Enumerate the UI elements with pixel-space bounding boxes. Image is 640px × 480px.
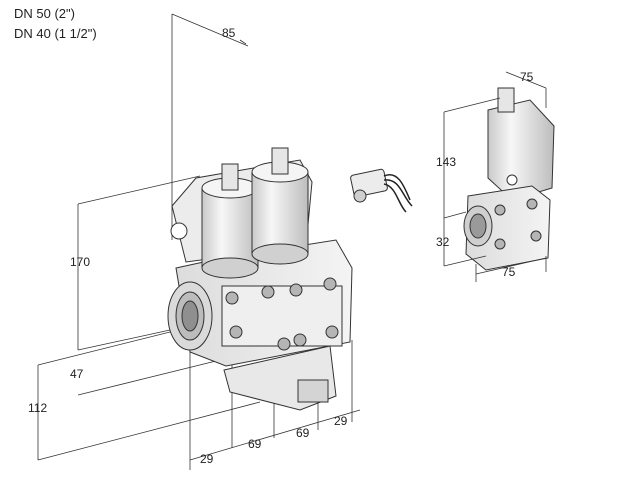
dim-29-right: 29 — [334, 414, 348, 428]
header-dn40: DN 40 (1 1/2") — [14, 26, 97, 41]
solenoid-cap-left — [221, 163, 239, 191]
front-bolts — [225, 277, 339, 351]
solenoid-cap-right — [271, 147, 289, 175]
electrical-connector — [350, 168, 413, 213]
main-valve-assembly — [167, 147, 353, 411]
dim-170: 170 — [70, 255, 90, 269]
dim-small-75-bottom: 75 — [502, 265, 516, 279]
connector-wires — [383, 173, 413, 213]
dim-small-32: 32 — [436, 235, 450, 249]
header-dn50: DN 50 (2") — [14, 6, 75, 21]
dimension-lines-small — [443, 71, 547, 282]
dim-69-b: 69 — [296, 426, 310, 440]
dim-85: 85 — [222, 26, 236, 40]
solenoid-coil-left — [201, 187, 259, 269]
dim-29-left: 29 — [200, 452, 214, 466]
flange-hole — [170, 222, 188, 240]
small-coil-housing — [487, 99, 555, 201]
solenoid-coil-right — [251, 171, 309, 255]
dim-small-143: 143 — [436, 155, 456, 169]
small-valve-assembly — [463, 87, 555, 271]
dim-small-75-top: 75 — [520, 70, 534, 84]
dim-69-a: 69 — [248, 437, 262, 451]
dim-47: 47 — [70, 367, 84, 381]
dim-112: 112 — [28, 401, 47, 415]
small-solenoid-cap — [497, 87, 515, 113]
